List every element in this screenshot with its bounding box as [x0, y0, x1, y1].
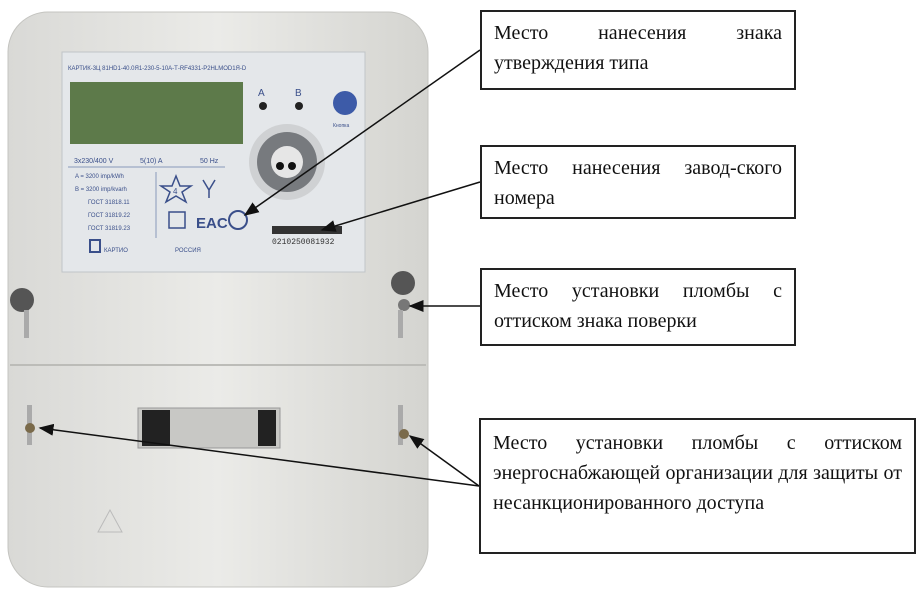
- model-label: КАРТИК-3Ц 81HD1-40.0Я1-230-5-10А-Т-RF433…: [68, 66, 247, 72]
- indicator-b-label: B: [295, 88, 302, 99]
- seal-screw-bottom-left: [25, 405, 35, 445]
- indicator-b-led: [295, 102, 303, 110]
- eac-mark: EAC: [196, 215, 228, 232]
- seal-screw-top-left: [10, 288, 34, 338]
- serial-number: 0210250081932: [272, 238, 335, 247]
- type-approval-mark-icon: [228, 210, 248, 230]
- callout-verification-seal: Место установки пломбы с оттиском знака …: [480, 268, 796, 346]
- callout-supplier-seal: Место установки пломбы с оттиском энерго…: [479, 418, 916, 554]
- serial-barcode: [272, 226, 342, 234]
- frequency-label: 50 Hz: [200, 158, 219, 165]
- lcd-display: [70, 82, 243, 144]
- voltage-label: 3x230/400 V: [74, 158, 114, 165]
- indicator-a-led: [259, 102, 267, 110]
- brand-logo-icon: [89, 239, 101, 253]
- callout-serial-number: Место нанесения завод-ского номера: [480, 145, 796, 219]
- button-icon: [333, 91, 357, 115]
- indicator-a-label: A: [258, 88, 265, 99]
- country-label: РОССИЯ: [175, 248, 201, 254]
- gost-1-label: ГОСТ 31818.11: [88, 200, 130, 206]
- current-label: 5(10) A: [140, 158, 163, 165]
- double-insulation-icon: [168, 211, 186, 229]
- three-phase-icon: [202, 179, 216, 198]
- warning-triangle-icon: [97, 508, 123, 533]
- const-a-label: A = 3200 imp/kWh: [75, 174, 124, 180]
- button-label: Кнопка: [333, 123, 349, 129]
- gost-2-label: ГОСТ 31819.22: [88, 213, 131, 219]
- callout-type-approval: Место нанесения знака утверждения типа: [480, 10, 796, 90]
- brand-label: КАРТИО: [104, 248, 128, 254]
- gost-3-label: ГОСТ 31819.23: [88, 226, 131, 232]
- accuracy-class-star-icon: [158, 173, 194, 204]
- seal-screw-top-right: [391, 271, 415, 338]
- const-b-label: B = 3200 imp/kvarh: [75, 187, 127, 193]
- class-mark: 4: [173, 187, 178, 196]
